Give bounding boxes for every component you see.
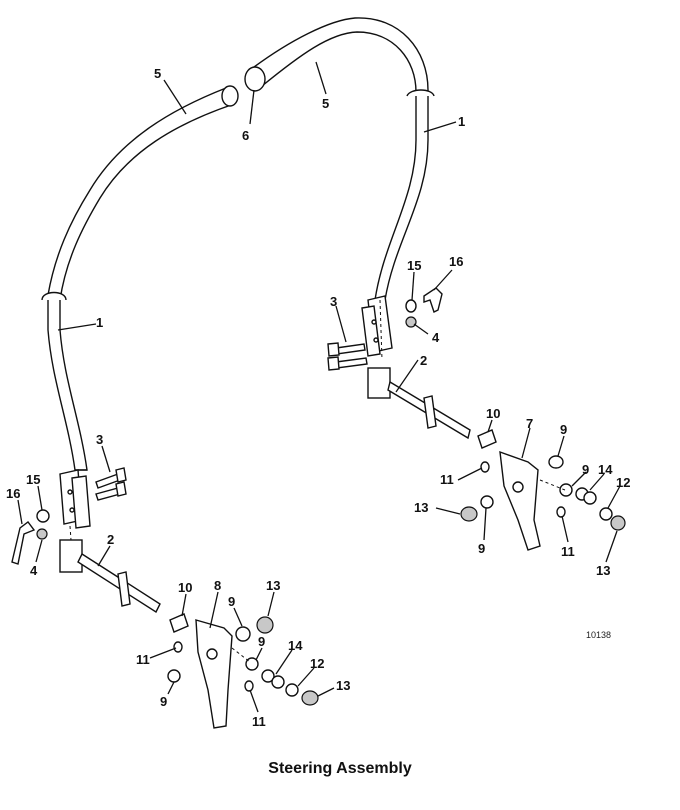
callout-4-left: 4 xyxy=(30,563,38,578)
callout-1-right-lever: 1 xyxy=(458,114,465,129)
callout-14-left: 14 xyxy=(288,638,303,653)
callout-5-right-grip: 5 xyxy=(322,96,329,111)
callout-9-right-c: 9 xyxy=(582,462,589,477)
callout-9-right-a: 9 xyxy=(560,422,567,437)
callout-9-left-a: 9 xyxy=(228,594,235,609)
callout-13-right-a: 13 xyxy=(414,500,428,515)
callout-13-left-b: 13 xyxy=(336,678,350,693)
callout-10-right: 10 xyxy=(486,406,500,421)
callout-15-left: 15 xyxy=(26,472,40,487)
callout-2-right: 2 xyxy=(420,353,427,368)
callout-11-right-a: 11 xyxy=(440,472,454,487)
callout-3-right: 3 xyxy=(330,294,337,309)
callout-7: 7 xyxy=(526,416,533,431)
callout-6: 6 xyxy=(242,128,249,143)
callout-13-left-a: 13 xyxy=(266,578,280,593)
callout-10-left: 10 xyxy=(178,580,192,595)
callout-9-left-b: 9 xyxy=(258,634,265,649)
callout-12-left: 12 xyxy=(310,656,324,671)
left-lower-assembly xyxy=(11,467,319,729)
callout-11-left-b: 11 xyxy=(252,714,266,729)
callout-2-left: 2 xyxy=(107,532,114,547)
callout-labels: 5 5 6 1 1 3 15 16 4 2 10 7 9 11 9 14 12 … xyxy=(6,66,630,729)
callout-16-right: 16 xyxy=(449,254,463,269)
callout-15-right: 15 xyxy=(407,258,421,273)
right-lower-assembly xyxy=(327,287,626,551)
callout-16-left: 16 xyxy=(6,486,20,501)
callout-5-left-grip: 5 xyxy=(154,66,161,81)
callout-4-right: 4 xyxy=(432,330,440,345)
callout-13-right-b: 13 xyxy=(596,563,610,578)
callout-9-left-c: 9 xyxy=(160,694,167,709)
callout-14-right: 14 xyxy=(598,462,613,477)
callout-9-right-b: 9 xyxy=(478,541,485,556)
callout-11-right-b: 11 xyxy=(561,544,575,559)
diagram-caption: Steering Assembly xyxy=(268,760,412,777)
callout-1-left-lever: 1 xyxy=(96,315,103,330)
leader-lines xyxy=(17,61,621,713)
callout-8: 8 xyxy=(214,578,221,593)
right-steering-lever xyxy=(244,17,435,301)
figure-number: 10138 xyxy=(586,630,612,640)
callout-11-left-a: 11 xyxy=(136,652,150,667)
left-steering-lever xyxy=(41,85,239,471)
callout-12-right: 12 xyxy=(616,475,630,490)
callout-3-left: 3 xyxy=(96,432,103,447)
